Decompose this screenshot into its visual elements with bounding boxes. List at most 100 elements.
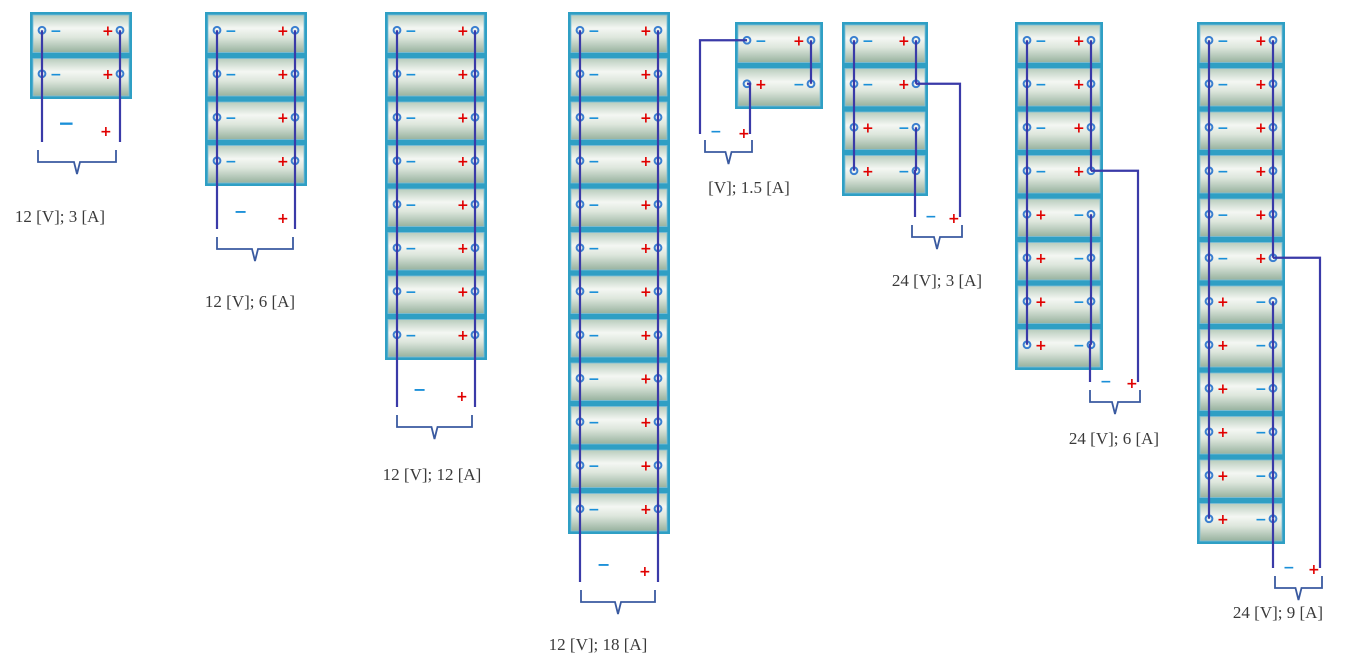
cell-minus-sign: − bbox=[1217, 120, 1229, 136]
cell-plus-sign: + bbox=[457, 154, 469, 170]
output-minus-sign: − bbox=[58, 111, 75, 135]
cell-minus-sign: − bbox=[225, 110, 237, 126]
battery-cell: −+ bbox=[1197, 152, 1285, 196]
cell-plus-sign: + bbox=[640, 67, 652, 83]
cell-minus-sign: − bbox=[755, 33, 767, 49]
cell-minus-sign: − bbox=[225, 67, 237, 83]
cell-minus-sign: − bbox=[1255, 294, 1267, 310]
cell-body bbox=[208, 102, 304, 140]
cell-body bbox=[1018, 286, 1100, 324]
cell-body bbox=[1018, 242, 1100, 280]
cell-body bbox=[571, 319, 667, 357]
cell-body bbox=[1200, 373, 1282, 411]
cell-inner-border bbox=[207, 14, 305, 53]
battery-cell: +− bbox=[1015, 239, 1103, 283]
battery-cell: −+ bbox=[1015, 109, 1103, 153]
cell-plus-sign: + bbox=[862, 164, 874, 180]
cell-minus-sign: − bbox=[588, 110, 600, 126]
cell-minus-sign: − bbox=[1035, 120, 1047, 136]
configuration-caption: 12 [V]; 6 [A] bbox=[205, 292, 295, 311]
cell-body bbox=[1018, 199, 1100, 237]
battery-cell: +− bbox=[1197, 283, 1285, 327]
cell-inner-border bbox=[207, 58, 305, 97]
cell-minus-sign: − bbox=[1255, 338, 1267, 354]
output-minus-sign: − bbox=[413, 380, 426, 399]
cell-inner-border bbox=[1199, 459, 1283, 498]
cell-inner-border bbox=[570, 406, 668, 445]
cell-inner-border bbox=[570, 232, 668, 271]
cell-body bbox=[571, 189, 667, 227]
cell-minus-sign: − bbox=[588, 371, 600, 387]
cell-body bbox=[1200, 460, 1282, 498]
battery-configuration: −++−−+[V]; 1.5 [A] bbox=[698, 22, 823, 197]
cell-plus-sign: + bbox=[755, 77, 767, 93]
battery-cell: +− bbox=[1015, 196, 1103, 240]
cell-plus-sign: + bbox=[640, 458, 652, 474]
cell-minus-sign: − bbox=[588, 502, 600, 518]
cell-plus-sign: + bbox=[1217, 468, 1229, 484]
output-plus-sign: + bbox=[738, 126, 750, 142]
cell-minus-sign: − bbox=[862, 33, 874, 49]
cell-plus-sign: + bbox=[640, 371, 652, 387]
battery-cell: +− bbox=[1015, 283, 1103, 327]
cell-inner-border bbox=[1017, 24, 1101, 63]
cell-body bbox=[738, 25, 820, 63]
cell-plus-sign: + bbox=[1073, 120, 1085, 136]
cell-minus-sign: − bbox=[898, 120, 910, 136]
cell-body bbox=[1200, 25, 1282, 63]
battery-configuration: −+−+−+−+−+12 [V]; 6 [A] bbox=[205, 12, 307, 311]
battery-cell: −+ bbox=[30, 12, 132, 56]
cell-inner-border bbox=[570, 58, 668, 97]
cell-body bbox=[1200, 416, 1282, 454]
cell-body bbox=[571, 58, 667, 96]
battery-cell: −+ bbox=[842, 65, 928, 109]
cell-plus-sign: + bbox=[1255, 33, 1267, 49]
cell-plus-sign: + bbox=[1073, 77, 1085, 93]
cell-minus-sign: − bbox=[1255, 468, 1267, 484]
cell-plus-sign: + bbox=[640, 241, 652, 257]
output-plus-sign: + bbox=[456, 389, 468, 405]
battery-cell: −+ bbox=[568, 12, 670, 56]
battery-cell: −+ bbox=[1197, 109, 1285, 153]
cell-inner-border bbox=[1199, 285, 1283, 324]
battery-cell: −+ bbox=[385, 229, 487, 273]
cell-plus-sign: + bbox=[1255, 164, 1267, 180]
cell-minus-sign: − bbox=[588, 197, 600, 213]
battery-cell: −+ bbox=[385, 55, 487, 99]
cell-body bbox=[571, 102, 667, 140]
cell-inner-border bbox=[570, 493, 668, 532]
cell-minus-sign: − bbox=[405, 110, 417, 126]
cell-body bbox=[571, 232, 667, 270]
battery-cell: −+ bbox=[1197, 65, 1285, 109]
cell-minus-sign: − bbox=[898, 164, 910, 180]
battery-cell: −+ bbox=[1197, 239, 1285, 283]
cell-inner-border bbox=[1017, 285, 1101, 324]
battery-cell: −+ bbox=[205, 142, 307, 186]
cell-minus-sign: − bbox=[1217, 77, 1229, 93]
cell-body bbox=[388, 15, 484, 53]
output-brace bbox=[216, 237, 294, 262]
cell-plus-sign: + bbox=[1035, 251, 1047, 267]
battery-cell: −+ bbox=[1197, 196, 1285, 240]
cell-minus-sign: − bbox=[588, 458, 600, 474]
cell-minus-sign: − bbox=[405, 23, 417, 39]
cell-inner-border bbox=[1199, 198, 1283, 237]
cell-inner-border bbox=[387, 188, 485, 227]
configuration-caption: 24 [V]; 3 [A] bbox=[892, 271, 982, 290]
battery-cell: +− bbox=[1197, 370, 1285, 414]
cell-minus-sign: − bbox=[588, 415, 600, 431]
cell-body bbox=[845, 25, 925, 63]
battery-cell: −+ bbox=[1015, 152, 1103, 196]
output-brace bbox=[1274, 576, 1323, 601]
battery-cell: −+ bbox=[568, 55, 670, 99]
cell-minus-sign: − bbox=[1217, 251, 1229, 267]
cell-plus-sign: + bbox=[1217, 338, 1229, 354]
negative-output-wire bbox=[1088, 343, 1092, 382]
output-brace bbox=[580, 590, 656, 615]
cell-body bbox=[208, 15, 304, 53]
cell-plus-sign: + bbox=[102, 23, 114, 39]
cell-plus-sign: + bbox=[457, 328, 469, 344]
output-brace bbox=[1089, 390, 1141, 415]
cell-inner-border bbox=[570, 275, 668, 314]
